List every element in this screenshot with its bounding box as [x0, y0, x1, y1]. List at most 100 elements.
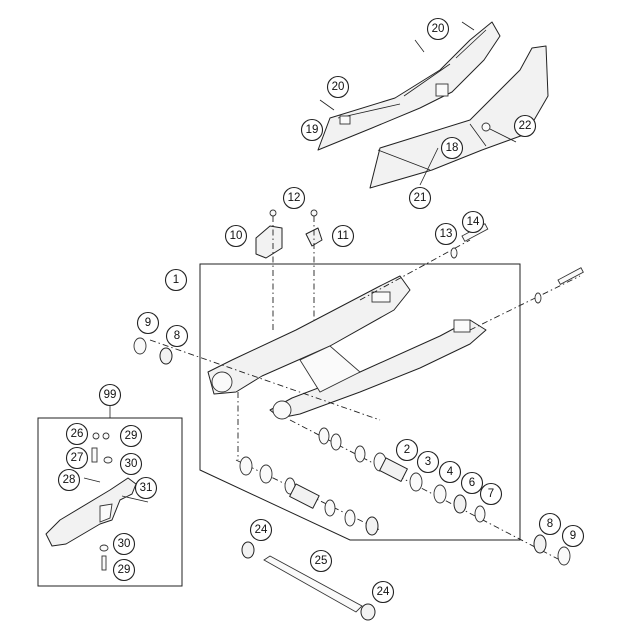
callout-20a: 20: [426, 17, 450, 41]
callout-label: 10: [230, 230, 243, 242]
callout-label: 28: [63, 474, 76, 486]
callout-29b: 29: [112, 558, 136, 582]
callout-label: 29: [125, 430, 138, 442]
callout-label: 24: [255, 524, 268, 536]
callout-circle: [65, 446, 89, 470]
callout-label: 7: [488, 488, 494, 500]
callout-13: 13: [434, 222, 458, 246]
callout-label: 20: [332, 81, 345, 93]
callout-3: 3: [416, 450, 440, 474]
callout-label: 6: [469, 477, 475, 489]
callout-label: 30: [118, 538, 131, 550]
swingarm-part-1: [207, 275, 487, 420]
callout-21: 21: [408, 186, 432, 210]
callout-6: 6: [460, 471, 484, 495]
bracket-part-10: [255, 225, 283, 259]
callout-label: 14: [467, 216, 480, 228]
chain-guide-inner-part-19: [317, 21, 501, 151]
bolt-part-21: [419, 147, 439, 186]
callout-label: 31: [140, 482, 153, 494]
callout-label: 20: [432, 23, 445, 35]
callout-label: 29: [118, 564, 131, 576]
swingarm-group-frame: [199, 263, 521, 541]
callout-label: 19: [306, 124, 319, 136]
callout-label: 9: [145, 317, 151, 329]
callout-circle: [513, 114, 537, 138]
callout-label: 12: [288, 192, 301, 204]
callout-label: 30: [125, 458, 138, 470]
chain-guard-cover-part-18: [369, 45, 549, 189]
callout-circle: [134, 476, 158, 500]
callout-circle: [416, 450, 440, 474]
callout-label: 22: [519, 120, 532, 132]
washer-part-9-left: [133, 337, 147, 355]
callout-circle: [426, 17, 450, 41]
callout-circle: [326, 75, 350, 99]
callout-28: 28: [57, 468, 81, 492]
callout-14: 14: [461, 210, 485, 234]
callout-20b: 20: [326, 75, 350, 99]
callout-circle: [165, 324, 189, 348]
axle-part-25: [263, 555, 363, 613]
callout-label: 26: [71, 428, 84, 440]
callout-30b: 30: [112, 532, 136, 556]
callout-11: 11: [331, 224, 355, 248]
kit-small-parts: [83, 432, 149, 571]
bushing-part-8-left: [159, 347, 173, 365]
callout-circle: [249, 518, 273, 542]
callout-label: 27: [71, 452, 84, 464]
callout-circle: [438, 460, 462, 484]
callout-label: 11: [337, 230, 349, 242]
callout-circle: [434, 222, 458, 246]
callout-label: 13: [440, 228, 453, 240]
callout-circle: [136, 311, 160, 335]
callout-label: 21: [414, 192, 427, 204]
pivot-axis-line: [149, 339, 381, 421]
callout-label: 2: [404, 444, 410, 456]
upper-bolt-line-right: [469, 275, 581, 331]
callout-25: 25: [309, 549, 333, 573]
callout-24a: 24: [249, 518, 273, 542]
callout-4: 4: [438, 460, 462, 484]
callout-circle: [119, 452, 143, 476]
callout-circle: [460, 471, 484, 495]
callout-circle: [57, 468, 81, 492]
callout-circle: [408, 186, 432, 210]
washer-part-13: [450, 247, 458, 259]
callout-24b: 24: [371, 580, 395, 604]
callout-label: 4: [447, 466, 454, 478]
callout-circle: [538, 512, 562, 536]
nut-part-24-lower: [360, 603, 376, 621]
callout-9b: 9: [561, 524, 585, 548]
callout-1: 1: [164, 268, 188, 292]
callout-circle: [98, 383, 122, 407]
callout-circle: [65, 422, 89, 446]
callout-circle: [461, 210, 485, 234]
callout-19: 19: [300, 118, 324, 142]
callout-label: 24: [377, 586, 390, 598]
callout-29a: 29: [119, 424, 143, 448]
callout-label: 99: [104, 389, 117, 401]
callout-7: 7: [479, 482, 503, 506]
screws-part-12: [269, 209, 318, 217]
callout-8b: 8: [538, 512, 562, 536]
bearing-stack-left: [239, 456, 379, 536]
nut-part-24-upper: [241, 541, 255, 559]
callout-label: 8: [174, 330, 180, 342]
callout-27: 27: [65, 446, 89, 470]
callout-label: 25: [315, 555, 328, 567]
callout-10: 10: [224, 224, 248, 248]
callout-26: 26: [65, 422, 89, 446]
callout-18: 18: [440, 136, 464, 160]
callout-label: 1: [173, 274, 179, 286]
callout-12: 12: [282, 186, 306, 210]
callout-circle: [395, 438, 419, 462]
callout-circle: [300, 118, 324, 142]
callout-circle: [224, 224, 248, 248]
callout-8a: 8: [165, 324, 189, 348]
callout-30a: 30: [119, 452, 143, 476]
callout-circle: [561, 524, 585, 548]
bolt-upper-right: [534, 267, 584, 304]
